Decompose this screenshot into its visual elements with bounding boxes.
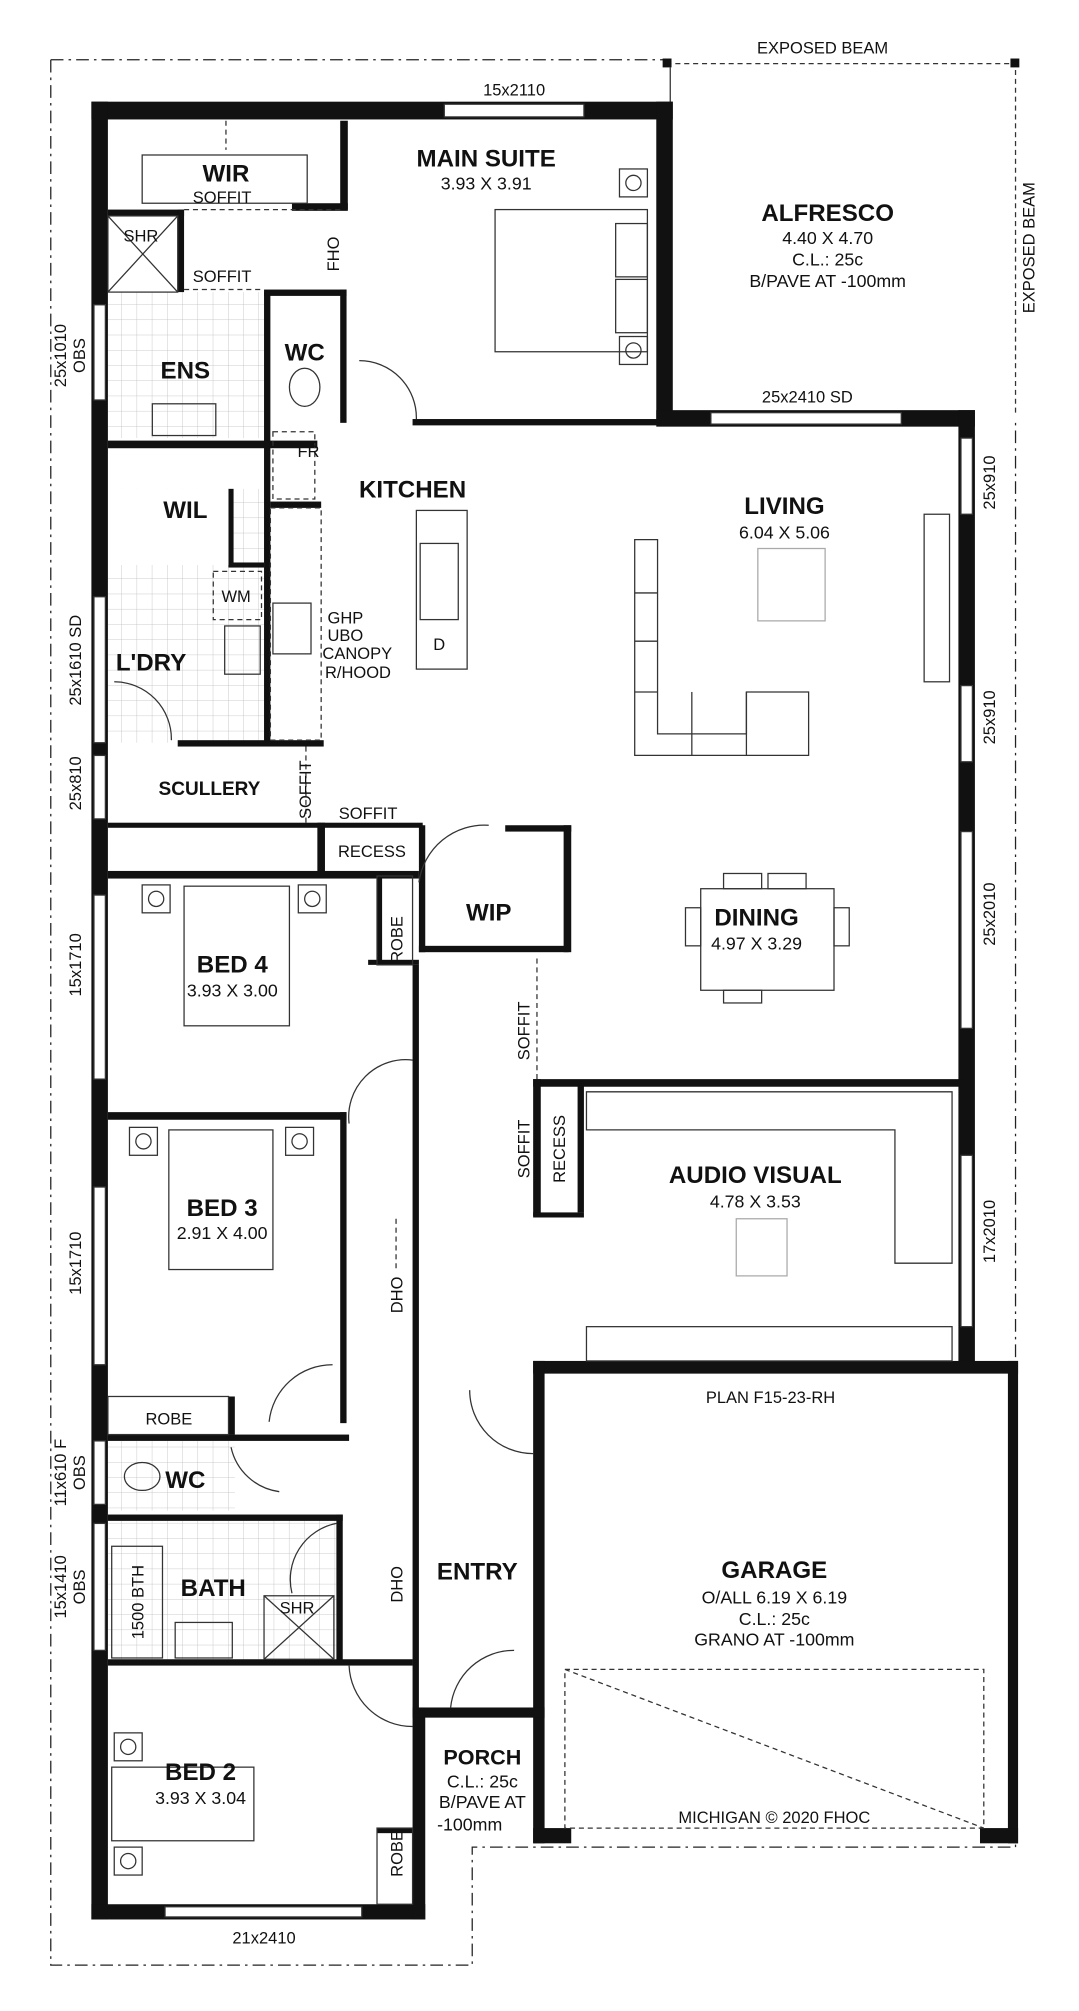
room-dims: O/ALL 6.19 X 6.19 <box>702 1587 848 1607</box>
window-label: OBS <box>71 338 89 373</box>
floor-note: GRANO AT -100mm <box>694 1629 854 1649</box>
room-dims: 3.93 X 3.04 <box>155 1788 246 1808</box>
room-wc: WC <box>165 1467 205 1494</box>
shower-label: SHR <box>280 1600 315 1618</box>
window-label: 15x1410 <box>52 1555 70 1618</box>
soffit-label: SOFFIT <box>193 189 252 207</box>
dishwasher-label: D <box>433 636 445 654</box>
room-dims: 3.93 X 3.00 <box>187 981 278 1001</box>
room-recess: RECESS <box>338 843 406 861</box>
ceiling-height: C.L.: 25c <box>792 249 863 269</box>
room-wc-ens: WC <box>285 340 325 367</box>
room-bed3: BED 3 <box>187 1195 258 1222</box>
floor-note: B/PAVE AT <box>439 1792 526 1812</box>
room-laundry: L'DRY <box>116 649 186 676</box>
appliance-note: CANOPY <box>322 645 392 663</box>
window-label: 11x610 F <box>52 1439 70 1507</box>
ceiling-height: C.L.: 25c <box>447 1771 518 1791</box>
room-dining: DINING <box>714 905 798 932</box>
furniture <box>107 120 985 1905</box>
window-label: 15x1710 <box>67 1232 85 1295</box>
soffit-label: SOFFIT <box>339 805 398 823</box>
windows <box>93 103 974 1918</box>
room-bath: BATH <box>181 1575 246 1602</box>
room-main-suite: MAIN SUITE <box>417 145 556 172</box>
interior-walls <box>107 120 963 1834</box>
room-dims: 4.78 X 3.53 <box>710 1191 801 1211</box>
window-label: 25x810 <box>67 756 85 810</box>
room-wip: WIP <box>466 899 512 926</box>
room-living: LIVING <box>744 493 824 520</box>
room-entry: ENTRY <box>437 1558 518 1585</box>
window-label: 25x1610 SD <box>67 615 85 706</box>
room-bed4: BED 4 <box>197 951 269 978</box>
window-label: 25x2010 <box>981 882 999 945</box>
appliance-note: GHP <box>328 609 364 627</box>
fho-label: FHO <box>325 236 343 271</box>
floor-note: -100mm <box>437 1815 502 1835</box>
room-alfresco: ALFRESCO <box>761 200 894 227</box>
room-dims: 4.40 X 4.70 <box>782 228 873 248</box>
room-wir: WIR <box>203 161 250 188</box>
appliance-note: UBO <box>328 627 364 645</box>
room-dims: 6.04 X 5.06 <box>739 522 830 542</box>
room-dims: 2.91 X 4.00 <box>177 1223 268 1243</box>
shower-label: SHR <box>123 227 158 245</box>
window-label: 15x2110 <box>483 81 545 99</box>
room-ens: ENS <box>161 357 211 384</box>
washing-machine-label: WM <box>221 588 250 606</box>
room-bed2: BED 2 <box>165 1759 236 1786</box>
ceiling-height: C.L.: 25c <box>739 1609 810 1629</box>
door-swings <box>114 360 534 1728</box>
labels: EXPOSED BEAM EXPOSED BEAM 15x2110 WIR SO… <box>52 39 1039 1947</box>
window-label: OBS <box>71 1455 89 1490</box>
exposed-beam-label: EXPOSED BEAM <box>757 39 888 57</box>
window-label: 25x910 <box>981 455 999 509</box>
room-wil: WIL <box>163 497 207 524</box>
exposed-beam-side-label: EXPOSED BEAM <box>1021 182 1039 313</box>
room-dims: 4.97 X 3.29 <box>711 934 802 954</box>
room-recess: RECESS <box>551 1115 569 1183</box>
window-label: 25x910 <box>981 690 999 744</box>
dho-label: DHO <box>388 1566 406 1603</box>
soffit-label: SOFFIT <box>515 1002 533 1061</box>
window-label: 25x2410 SD <box>762 389 853 407</box>
robe-label: ROBE <box>388 916 406 963</box>
copyright: MICHIGAN © 2020 FHOC <box>678 1809 870 1827</box>
window-label: 15x1710 <box>67 933 85 996</box>
soffit-label: SOFFIT <box>515 1120 533 1179</box>
floor-note: B/PAVE AT -100mm <box>749 271 906 291</box>
dho-label: DHO <box>388 1276 406 1313</box>
room-audio-visual: AUDIO VISUAL <box>669 1162 842 1189</box>
window-label: OBS <box>71 1569 89 1604</box>
room-scullery: SCULLERY <box>159 779 261 800</box>
room-garage: GARAGE <box>721 1557 827 1584</box>
window-label: 21x2410 <box>232 1930 295 1948</box>
room-kitchen: KITCHEN <box>359 477 466 504</box>
soffit-label: SOFFIT <box>297 760 315 819</box>
robe-label: ROBE <box>388 1830 406 1877</box>
plan-code: PLAN F15-23-RH <box>706 1389 835 1407</box>
robe-label: ROBE <box>145 1410 192 1428</box>
bath-tub-label: 1500 BTH <box>129 1565 147 1639</box>
fridge-label: FR <box>297 443 319 461</box>
window-label: 17x2010 <box>981 1200 999 1263</box>
window-label: 25x1010 <box>52 324 70 387</box>
soffit-label: SOFFIT <box>193 268 252 286</box>
room-dims: 3.93 X 3.91 <box>441 173 532 193</box>
appliance-note: R/HOOD <box>325 664 391 682</box>
room-porch: PORCH <box>443 1745 521 1770</box>
